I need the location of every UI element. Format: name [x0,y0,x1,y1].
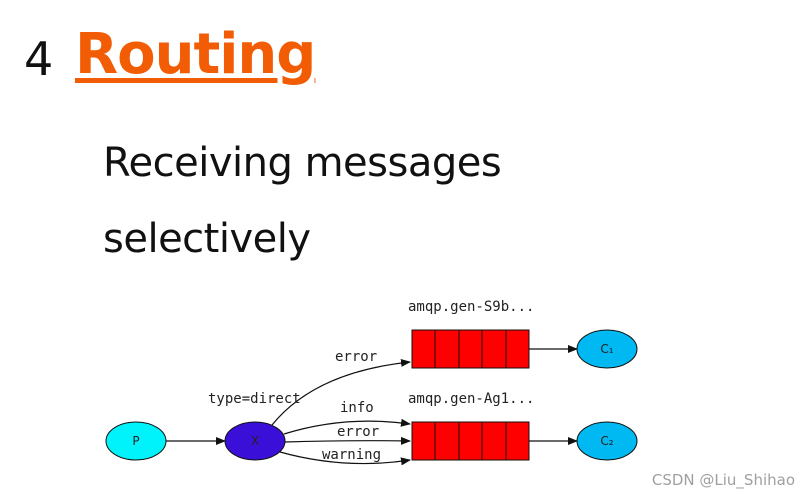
queue2 [411,421,530,461]
section-number: 4 [24,32,54,86]
exchange-node [224,421,286,461]
exchange-type: type=direct [208,391,301,407]
queue2-name: amqp.gen-Ag1... [408,391,534,407]
subtitle-line-2: selectively [103,216,311,262]
queue1-name: amqp.gen-S9b... [408,299,534,315]
consumer2-label: C₂ [600,434,613,448]
binding-error-q2-label: error [337,424,379,440]
binding-info-edge [283,418,411,435]
binding-info-label: info [340,400,374,416]
subtitle-line-1: Receiving messages [103,140,502,186]
section-title[interactable]: Routing [75,22,316,87]
producer-label: P [132,434,139,448]
binding-warning-edge [279,451,411,466]
binding-error-q1-edge [271,358,411,426]
binding-error-q2-edge [284,436,411,445]
binding-warning-label: warning [322,447,381,463]
queue1 [411,329,530,369]
binding-error-q1-label: error [335,349,377,365]
watermark: CSDN @Liu_Shihao [651,471,795,489]
consumer1-label: C₁ [600,342,613,356]
consumer2-node [576,421,638,461]
consumer1-node [576,329,638,369]
exchange-label: X [251,434,259,448]
